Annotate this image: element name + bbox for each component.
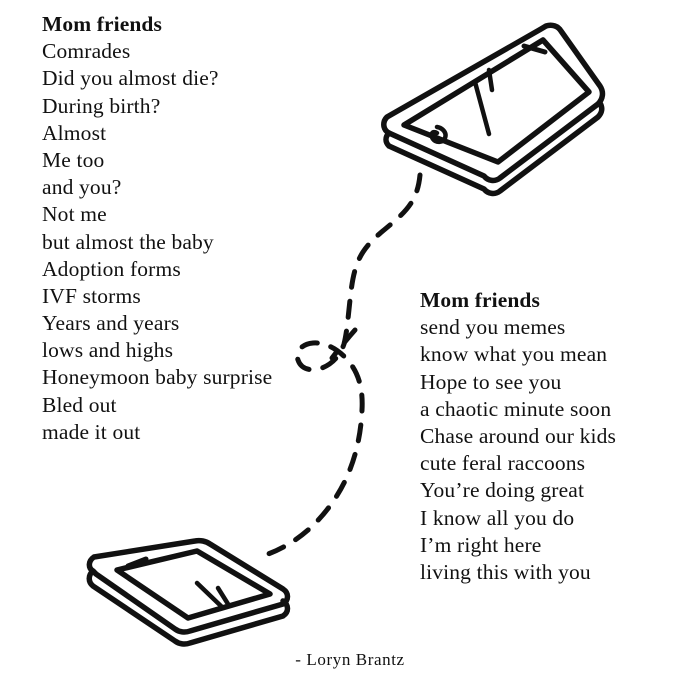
poem-right-line: cute feral raccoons [420, 451, 586, 476]
poem-left-line: Did you almost die? [42, 66, 219, 91]
top-phone-illustration [381, 22, 606, 197]
poem-left-column: Mom friends Comrades Did you almost die?… [42, 11, 272, 446]
bottom-phone-screen [114, 548, 273, 621]
poem-right-line: I’m right here [420, 532, 542, 557]
poem-right-column: Mom friends send you memes know what you… [420, 287, 616, 586]
poem-left-line: Me too [42, 147, 105, 172]
poem-left-line: Almost [42, 120, 107, 145]
bottom-phone-glint-long [194, 580, 225, 610]
bottom-phone-glint-short [215, 585, 231, 607]
poem-left-line: Not me [42, 202, 107, 227]
bottom-phone-body [86, 537, 291, 635]
poem-left-line: Comrades [42, 39, 131, 64]
poem-right-line: Hope to see you [420, 369, 562, 394]
poem-left-line: IVF storms [42, 283, 141, 308]
bottom-phone-illustration [86, 537, 291, 647]
poem-left-heading: Mom friends [42, 12, 162, 36]
poem-right-line: know what you mean [420, 342, 608, 367]
poem-left-line: made it out [42, 419, 141, 444]
poem-left-line: Years and years [42, 311, 180, 336]
top-phone-glint-long [472, 79, 492, 137]
top-phone-screen [401, 37, 592, 165]
poem-left-line: Honeymoon baby surprise [42, 365, 273, 390]
top-phone-speaker-slot [521, 43, 548, 55]
poem-right-line: Chase around our kids [420, 423, 617, 448]
poem-left-line: During birth? [42, 93, 161, 118]
poem-right-heading: Mom friends [420, 288, 540, 312]
poem-right-line: a chaotic minute soon [420, 396, 612, 421]
poem-right-line: You’re doing great [420, 478, 585, 503]
bottom-phone-edge [86, 568, 291, 647]
attribution-line: - Loryn Brantz [295, 650, 405, 669]
poem-right-line: send you memes [420, 315, 566, 340]
poem-left-line: Adoption forms [42, 256, 181, 281]
dashed-connection-line [253, 172, 423, 561]
poem-left-line: lows and highs [42, 338, 174, 363]
top-phone-body [381, 22, 606, 184]
poem-right-line: I know all you do [420, 505, 575, 530]
poem-right-line: living this with you [420, 559, 591, 584]
top-phone-edge [383, 100, 605, 197]
poem-left-line: but almost the baby [42, 229, 214, 254]
poem-left-line: and you? [42, 175, 122, 200]
poem-left-line: Bled out [42, 392, 117, 417]
top-phone-glint-short [486, 67, 495, 93]
top-phone-home-button [429, 124, 448, 145]
bottom-phone-speaker-slot [125, 556, 149, 569]
